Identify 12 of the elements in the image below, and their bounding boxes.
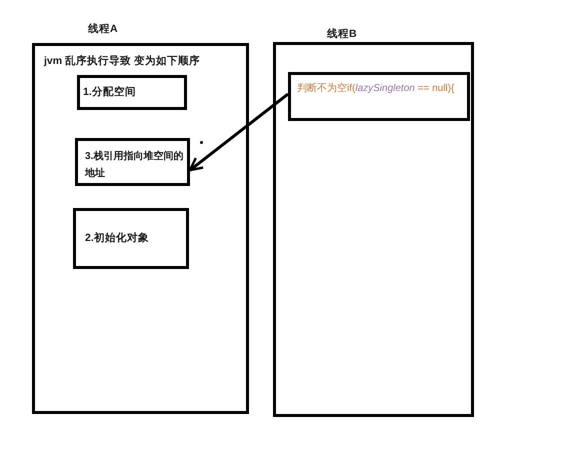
step-box	[73, 208, 189, 269]
step-box	[75, 138, 190, 186]
step-label: 2.初始化对象	[85, 230, 149, 246]
step-box	[77, 75, 187, 110]
thread-title: 线程A	[88, 22, 118, 37]
code-box	[288, 72, 470, 121]
panel-heading: jvm 乱序执行导致 变为如下顺序	[44, 54, 201, 69]
code-text: 判断不为空if(lazySingleton == null){	[297, 82, 456, 96]
step-label: 1.分配空间	[83, 84, 136, 100]
arrow	[188, 92, 289, 172]
step-label: 3.栈引用指向堆空间的地址	[85, 150, 184, 181]
thread-title: 线程B	[327, 27, 357, 42]
